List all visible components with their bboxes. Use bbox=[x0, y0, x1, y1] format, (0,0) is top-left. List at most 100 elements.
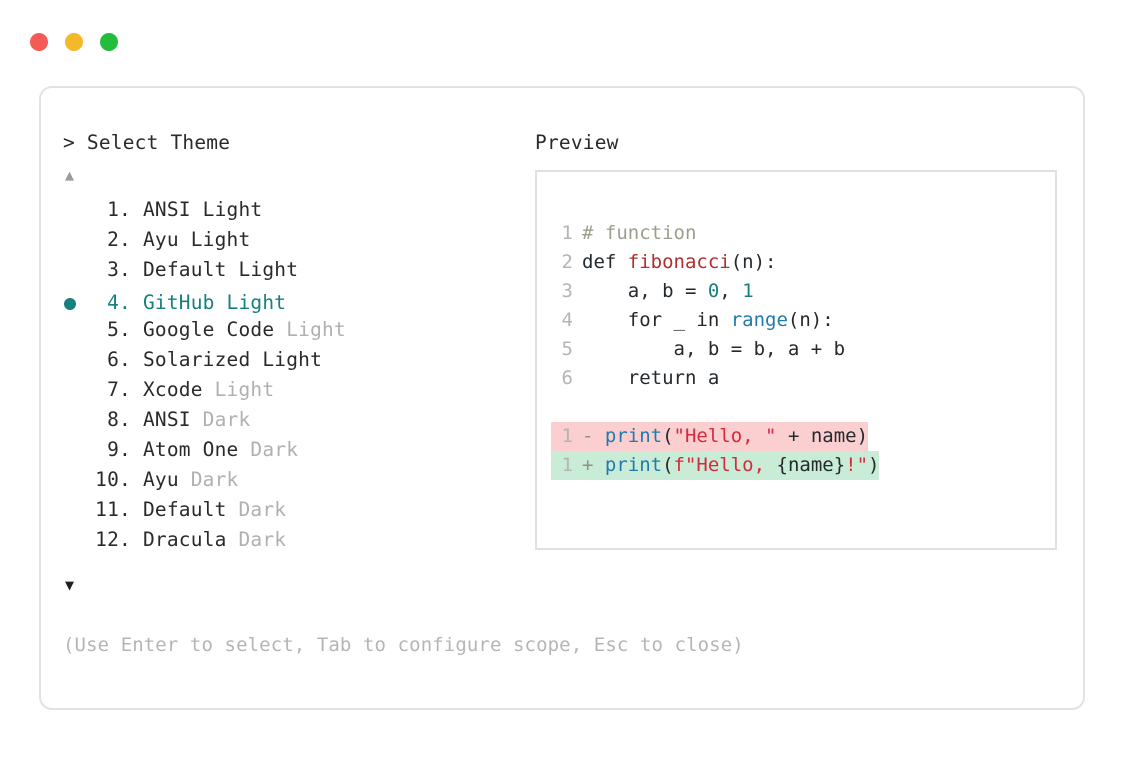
code-token: {name} bbox=[776, 454, 846, 476]
line-number: 1 bbox=[561, 425, 573, 447]
theme-item-number: 2. bbox=[95, 228, 131, 251]
theme-item-variant: Dark bbox=[226, 528, 287, 551]
code-token: a, b = bbox=[582, 280, 708, 302]
theme-selector-panel: > Select Theme ▲ 1. ANSI Light 2. Ayu Li… bbox=[39, 86, 1085, 710]
keyboard-hint: (Use Enter to select, Tab to configure s… bbox=[63, 634, 744, 656]
scroll-down-icon[interactable]: ▼ bbox=[65, 576, 75, 594]
code-token: # function bbox=[582, 222, 697, 244]
theme-item-label: ANSI bbox=[131, 408, 191, 431]
theme-list-item[interactable]: 1. ANSI Light bbox=[63, 198, 533, 228]
theme-item-number: 3. bbox=[95, 258, 131, 281]
code-token: (n): bbox=[730, 251, 777, 273]
code-token: "Hello, " bbox=[673, 425, 777, 447]
close-window-button[interactable] bbox=[30, 33, 48, 51]
code-line-content: for _ in range(n): bbox=[582, 306, 834, 335]
code-token: a, b = b, a + b bbox=[582, 338, 846, 360]
code-line-content: # function bbox=[582, 219, 696, 248]
preview-heading: Preview bbox=[535, 131, 619, 154]
theme-item-variant: Dark bbox=[226, 498, 287, 521]
code-line-content: a, b = b, a + b bbox=[582, 335, 846, 364]
theme-item-label: Default bbox=[131, 498, 227, 521]
theme-item-label: GitHub bbox=[131, 291, 215, 314]
theme-item-label: Solarized bbox=[131, 348, 251, 371]
code-token: for _ in bbox=[582, 309, 731, 331]
code-line: 6 return a bbox=[551, 364, 1055, 393]
code-line: 1 # function bbox=[551, 219, 1055, 248]
theme-item-variant: Light bbox=[178, 228, 251, 251]
theme-list-item[interactable]: 6. Solarized Light bbox=[63, 348, 533, 378]
theme-item-variant: Light bbox=[202, 378, 275, 401]
selected-bullet-icon bbox=[63, 288, 91, 318]
minimize-window-button[interactable] bbox=[65, 33, 83, 51]
code-token: 1 bbox=[742, 280, 754, 302]
theme-item-variant: Light bbox=[274, 318, 346, 341]
line-number: 5 bbox=[561, 338, 573, 360]
theme-list-item[interactable]: 10. Ayu Dark bbox=[63, 468, 533, 498]
code-token: ) bbox=[868, 454, 880, 476]
theme-item-number: 7. bbox=[95, 378, 131, 401]
window-controls bbox=[30, 33, 118, 51]
line-number: 4 bbox=[561, 309, 573, 331]
diff-sign: + bbox=[582, 454, 605, 476]
theme-list-item[interactable]: 7. Xcode Light bbox=[63, 378, 533, 408]
theme-item-label: ANSI bbox=[131, 198, 191, 221]
line-number: 1 bbox=[561, 222, 573, 244]
theme-item-label: Atom One bbox=[131, 438, 239, 461]
code-token: return a bbox=[582, 367, 720, 389]
theme-list-item[interactable]: 2. Ayu Light bbox=[63, 228, 533, 258]
code-line: 5 a, b = b, a + b bbox=[551, 335, 1055, 364]
code-token: ( bbox=[662, 425, 674, 447]
code-token: !" bbox=[845, 454, 869, 476]
theme-list: 1. ANSI Light 2. Ayu Light 3. Default Li… bbox=[63, 198, 533, 558]
code-token: + name) bbox=[776, 425, 869, 447]
theme-item-label: Dracula bbox=[131, 528, 227, 551]
theme-list-item[interactable]: 3. Default Light bbox=[63, 258, 533, 288]
code-token: (n): bbox=[787, 309, 834, 331]
maximize-window-button[interactable] bbox=[100, 33, 118, 51]
code-spacer bbox=[551, 393, 1055, 422]
diff-removed-line: 1- print("Hello, " + name) bbox=[551, 422, 869, 451]
code-token: def bbox=[582, 251, 628, 273]
theme-list-item[interactable]: 12. Dracula Dark bbox=[63, 528, 533, 558]
code-line-content: print("Hello, " + name) bbox=[605, 422, 868, 451]
theme-item-variant: Dark bbox=[238, 438, 299, 461]
scroll-up-icon[interactable]: ▲ bbox=[65, 166, 75, 184]
code-line-content: print(f"Hello, {name}!") bbox=[605, 451, 880, 480]
theme-item-number: 12. bbox=[95, 528, 131, 551]
theme-list-item[interactable]: 5. Google Code Light bbox=[63, 318, 533, 348]
code-token: range bbox=[730, 309, 788, 331]
theme-list-column: > Select Theme ▲ 1. ANSI Light 2. Ayu Li… bbox=[63, 130, 533, 596]
theme-item-label: Xcode bbox=[131, 378, 203, 401]
theme-item-number: 11. bbox=[95, 498, 131, 521]
theme-item-variant: Light bbox=[226, 258, 299, 281]
diff-added-line: 1+ print(f"Hello, {name}!") bbox=[551, 451, 880, 480]
theme-item-label: Google Code bbox=[131, 318, 275, 341]
line-number: 3 bbox=[561, 280, 573, 302]
theme-item-number: 8. bbox=[95, 408, 131, 431]
theme-list-item[interactable]: 8. ANSI Dark bbox=[63, 408, 533, 438]
theme-item-label: Ayu bbox=[131, 228, 179, 251]
theme-list-item[interactable]: 11. Default Dark bbox=[63, 498, 533, 528]
line-number: 6 bbox=[561, 367, 573, 389]
code-token: f"Hello, bbox=[673, 454, 777, 476]
theme-item-number: 10. bbox=[95, 468, 131, 491]
theme-item-variant: Light bbox=[250, 348, 323, 371]
line-number: 2 bbox=[561, 251, 573, 273]
theme-item-number: 1. bbox=[95, 198, 131, 221]
theme-item-label: Default bbox=[131, 258, 227, 281]
theme-item-number: 5. bbox=[95, 318, 131, 341]
code-token: ( bbox=[662, 454, 674, 476]
page-title: > Select Theme bbox=[63, 131, 231, 154]
code-line: 3 a, b = 0, 1 bbox=[551, 277, 1055, 306]
code-line-content: a, b = 0, 1 bbox=[582, 277, 754, 306]
theme-list-item[interactable]: 4. GitHub Light bbox=[63, 288, 533, 318]
code-token: 0 bbox=[707, 280, 720, 302]
code-line-content: return a bbox=[582, 364, 720, 393]
theme-item-variant: Dark bbox=[178, 468, 239, 491]
theme-list-item[interactable]: 9. Atom One Dark bbox=[63, 438, 533, 468]
theme-item-variant: Dark bbox=[190, 408, 251, 431]
theme-item-number: 9. bbox=[95, 438, 131, 461]
